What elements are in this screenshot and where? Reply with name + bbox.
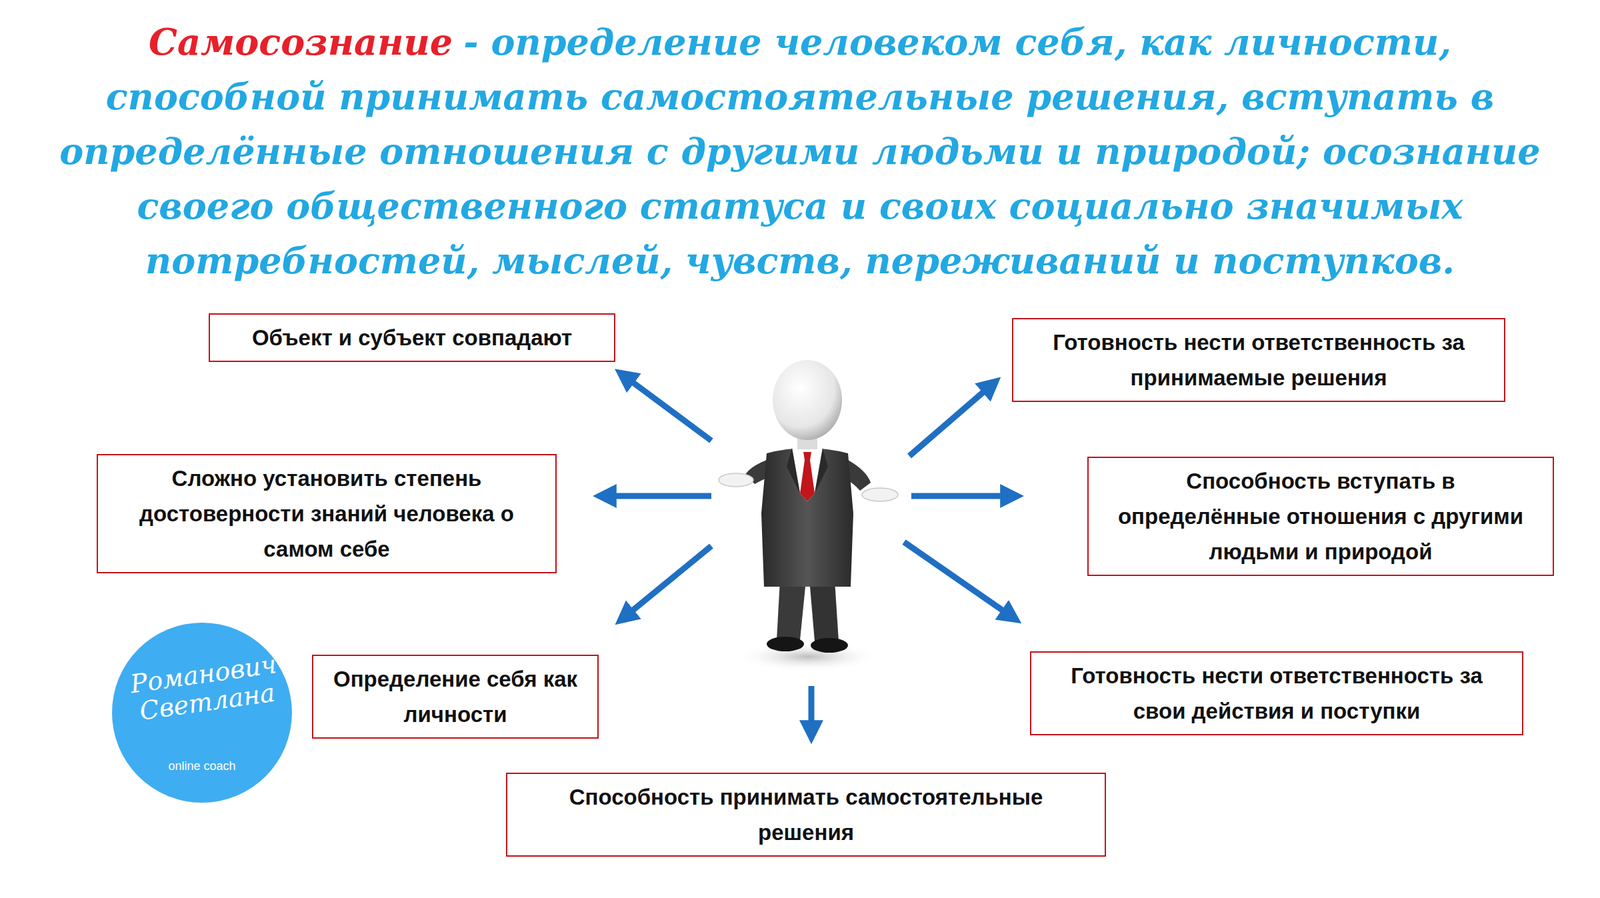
box-text: Готовность нести ответственность за прин…	[1026, 324, 1491, 396]
info-box: Способность принимать самостоятельные ре…	[506, 772, 1106, 857]
info-box: Определение себя как личности	[312, 654, 599, 739]
info-box: Объект и субъект совпадают	[208, 313, 616, 362]
person-figure	[718, 360, 898, 672]
logo-subtitle: online coach	[133, 758, 271, 774]
box-text: Готовность нести ответственность за свои…	[1044, 658, 1509, 729]
info-box: Способность вступать в определённые отно…	[1087, 456, 1554, 576]
arrow	[909, 384, 993, 456]
title-block: Самосознание- определение человеком себя…	[40, 14, 1560, 288]
arrow	[623, 546, 712, 618]
box-text: Способность вступать в определённые отно…	[1102, 463, 1540, 570]
info-box: Готовность нести ответственность за свои…	[1030, 651, 1524, 736]
arrow	[808, 686, 815, 734]
arrow	[603, 493, 712, 500]
box-text: Сложно установить степень достоверности …	[111, 460, 542, 567]
box-text: Объект и субъект совпадают	[223, 320, 601, 356]
info-box: Сложно установить степень достоверности …	[96, 454, 557, 574]
arrow	[904, 542, 1013, 618]
box-text: Определение себя как личности	[326, 661, 584, 732]
title-term: Самосознание	[148, 20, 453, 64]
logo-circle	[112, 622, 292, 803]
arrow	[623, 375, 712, 441]
box-text: Способность принимать самостоятельные ре…	[520, 779, 1092, 850]
info-box: Готовность нести ответственность за прин…	[1012, 318, 1506, 402]
arrow	[911, 493, 1014, 500]
